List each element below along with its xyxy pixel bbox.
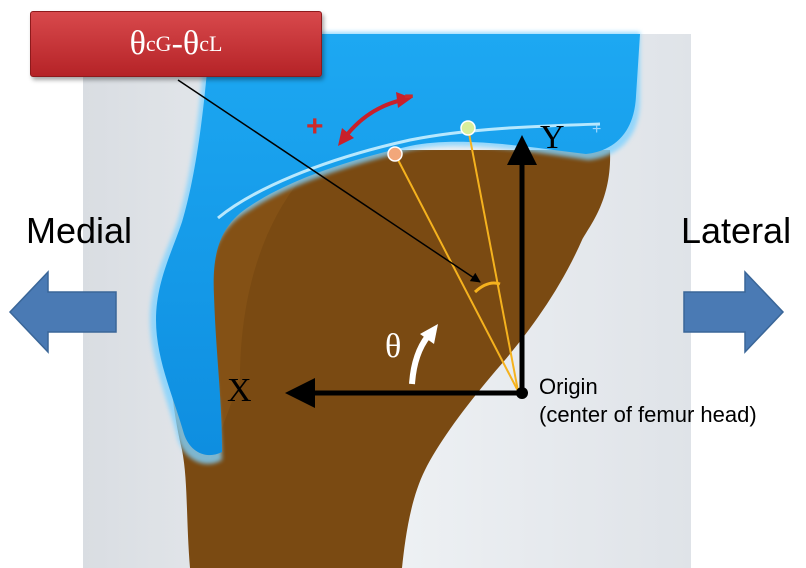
y-axis-label: Y [540,119,565,157]
minus-symbol: - [172,25,183,63]
plus-sign: + [306,110,324,144]
x-axis-label: X [227,372,252,410]
origin-label-line1: Origin [539,373,757,401]
theta-cg-symbol: θ [130,25,146,63]
theta-cl-symbol: θ [183,25,199,63]
cartilage-plus-mark: + [592,121,601,138]
minus-sign: - [404,78,414,112]
right-arrow-icon [684,272,783,352]
medial-label: Medial [26,210,132,252]
lateral-label: Lateral [681,210,791,252]
marker-orange [388,147,402,161]
theta-label: θ [385,328,401,366]
theta-cg-subscript: cG [146,31,172,57]
origin-label: Origin (center of femur head) [539,373,757,429]
origin-point [516,387,528,399]
origin-label-line2: (center of femur head) [539,401,757,429]
marker-green [461,121,475,135]
theta-cl-subscript: cL [199,31,222,57]
